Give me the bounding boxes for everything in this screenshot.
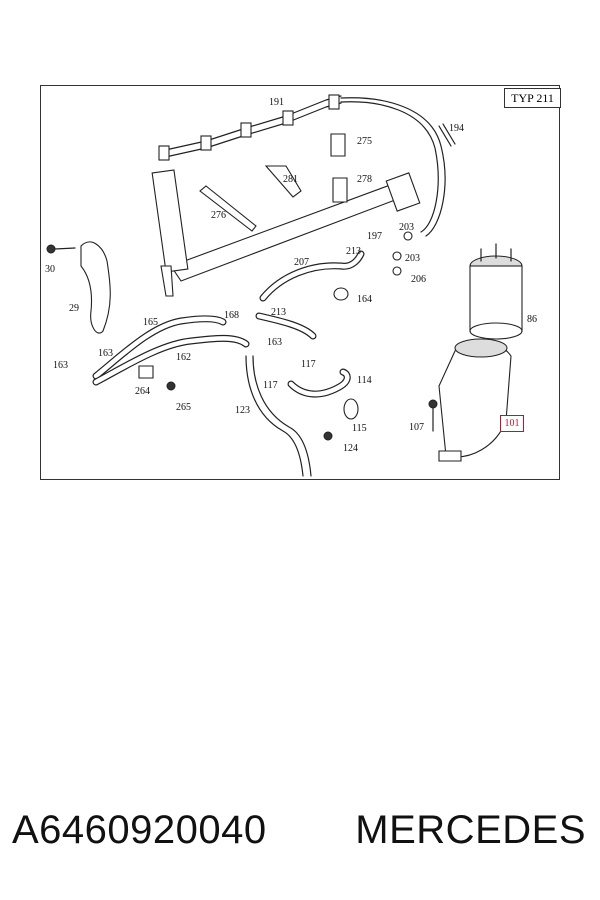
bracket-281	[264, 165, 302, 198]
parts-diagram: 191 194 275 281 278 276 203 197 203 213 …	[40, 85, 561, 480]
callout-264: 264	[135, 386, 150, 397]
callout-203: 203	[405, 253, 420, 264]
bolt-124	[323, 431, 333, 441]
injector-body	[151, 169, 189, 273]
callout-162: 162	[176, 352, 191, 363]
clip-115	[343, 398, 359, 420]
fuel-rail-assembly	[158, 94, 446, 237]
callout-30: 30	[45, 264, 55, 275]
fitting-206	[392, 266, 402, 276]
callout-163: 163	[53, 360, 68, 371]
fuel-filter-86	[469, 243, 523, 340]
callout-124: 124	[343, 443, 358, 454]
bracket-29	[80, 241, 111, 334]
exploded-view-drawing: 191 194 275 281 278 276 203 197 203 213 …	[45, 94, 537, 477]
callout-265: 265	[176, 402, 191, 413]
injector-nozzle	[158, 145, 170, 161]
injector-nozzle	[200, 135, 212, 151]
injector-nozzle	[328, 94, 340, 110]
callout-281: 281	[283, 174, 298, 185]
callout-117: 117	[263, 380, 278, 391]
filter-housing-101	[438, 338, 512, 462]
clamp-275	[330, 133, 346, 157]
screw-194	[438, 125, 452, 147]
injector-nozzle	[240, 122, 252, 138]
callout-206: 206	[411, 274, 426, 285]
highlighted-part-label: 101	[500, 415, 524, 432]
callout-276: 276	[211, 210, 226, 221]
callout-163: 163	[267, 337, 282, 348]
bracket-276	[199, 185, 257, 232]
type-label: TYP 211	[504, 88, 561, 108]
callout-213: 213	[346, 246, 361, 257]
footer-caption: A6460920040 MERCEDES	[0, 800, 600, 860]
callout-163: 163	[98, 348, 113, 359]
callout-203: 203	[399, 222, 414, 233]
callout-278: 278	[357, 174, 372, 185]
callout-197: 197	[367, 231, 382, 242]
callout-164: 164	[357, 294, 372, 305]
callout-29: 29	[69, 303, 79, 314]
common-rail	[151, 169, 421, 297]
callout-194: 194	[449, 123, 464, 134]
part-number: A6460920040	[12, 807, 267, 852]
callout-168: 168	[224, 310, 239, 321]
injector-nozzle	[282, 110, 294, 126]
callout-86: 86	[527, 314, 537, 325]
clamp-278	[332, 177, 348, 203]
callout-275: 275	[357, 136, 372, 147]
clip-264	[138, 365, 154, 379]
callout-115: 115	[352, 423, 367, 434]
bolt-30	[46, 244, 56, 254]
callout-207: 207	[294, 257, 309, 268]
callout-123: 123	[235, 405, 250, 416]
callout-191: 191	[269, 97, 284, 108]
callout-107: 107	[409, 422, 424, 433]
callout-114: 114	[357, 375, 372, 386]
callout-117: 117	[301, 359, 316, 370]
brand-name: MERCEDES	[355, 807, 586, 852]
fitting-164	[333, 287, 349, 301]
callout-165: 165	[143, 317, 158, 328]
bolt-265	[166, 381, 176, 391]
callout-213: 213	[271, 307, 286, 318]
